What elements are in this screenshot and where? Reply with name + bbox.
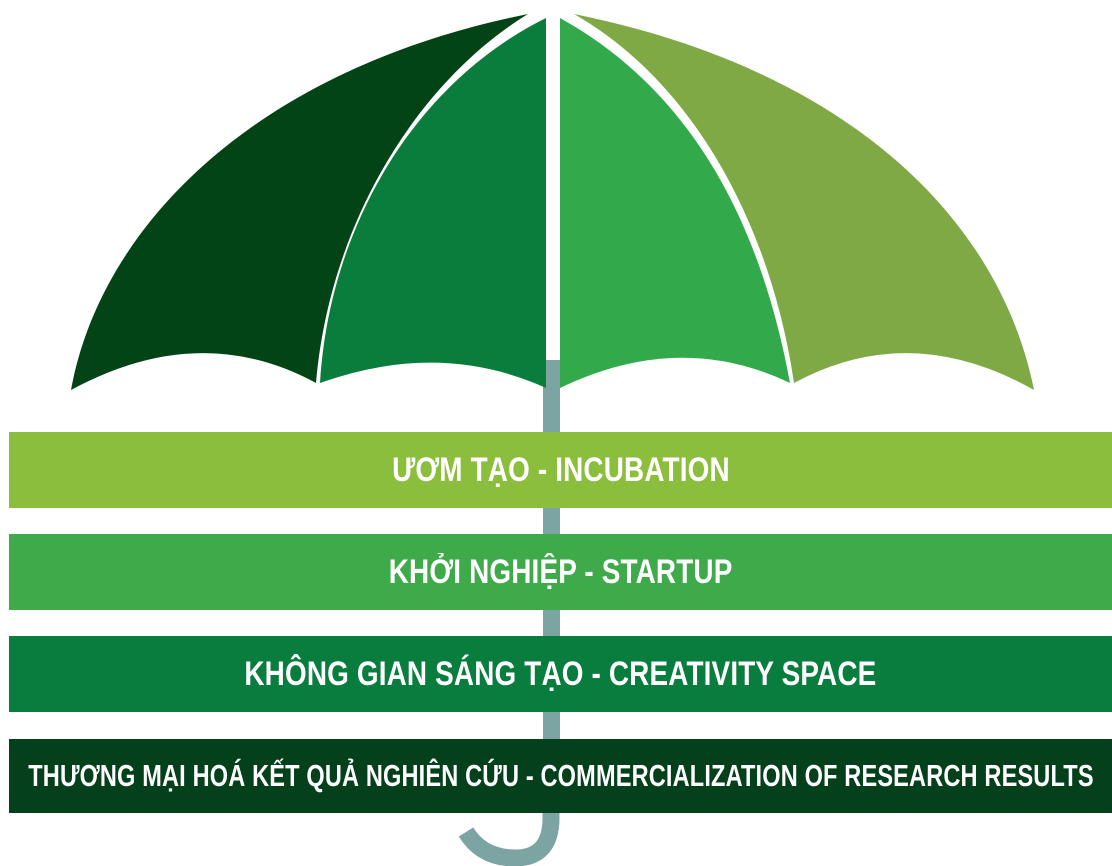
band-creativity-space: KHÔNG GIAN SÁNG TẠO - CREATIVITY SPACE	[9, 636, 1112, 712]
canopy-panel-3	[560, 18, 790, 388]
band-commercialization-label: THƯƠNG MẠI HOÁ KẾT QUẢ NGHIÊN CỨU - COMM…	[27, 758, 1094, 793]
canopy-panel-1	[71, 14, 528, 390]
canopy-panel-4	[574, 14, 1034, 390]
band-incubation: ƯƠM TẠO - INCUBATION	[9, 432, 1112, 508]
band-commercialization: THƯƠNG MẠI HOÁ KẾT QUẢ NGHIÊN CỨU - COMM…	[9, 739, 1112, 813]
band-startup-label: KHỞI NGHIỆP - STARTUP	[388, 552, 733, 591]
umbrella-handle	[458, 800, 560, 866]
band-startup: KHỞI NGHIỆP - STARTUP	[9, 534, 1112, 610]
canopy-panel-2	[320, 18, 546, 388]
band-incubation-label: ƯƠM TẠO - INCUBATION	[391, 450, 730, 489]
band-creativity-space-label: KHÔNG GIAN SÁNG TẠO - CREATIVITY SPACE	[244, 654, 877, 693]
